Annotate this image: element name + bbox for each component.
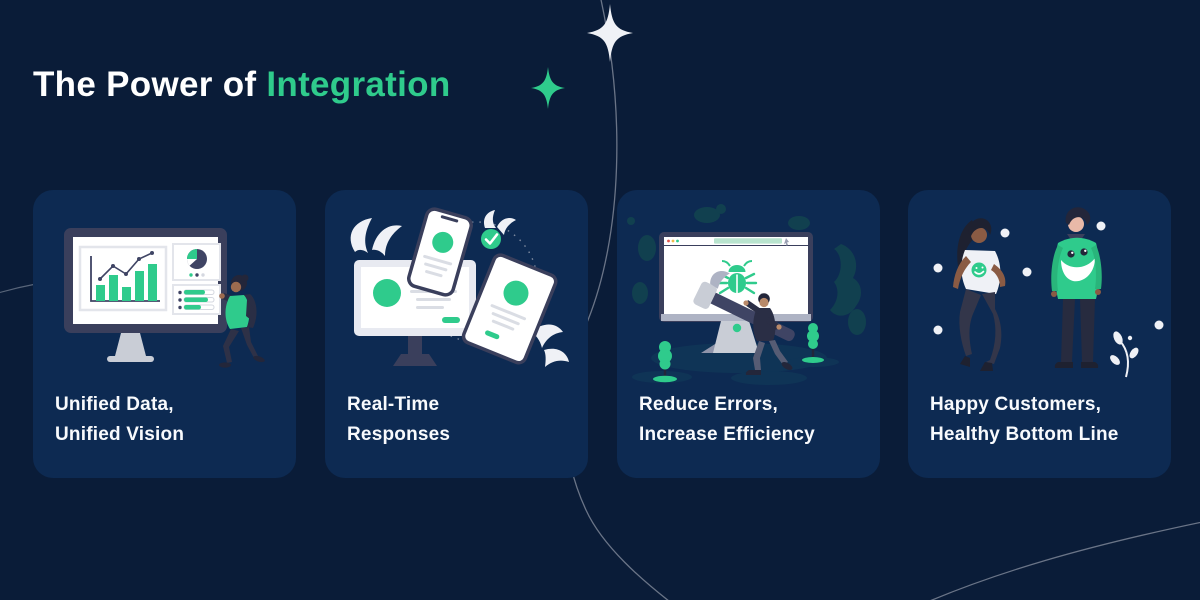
- plant-icon: [1110, 331, 1139, 378]
- happy-customers-illustration: [933, 207, 1164, 378]
- tablet-icon: [461, 253, 558, 365]
- white-sparkle-icon: [587, 4, 633, 62]
- card-caption: Real-Time Responses: [347, 390, 574, 450]
- caption-line: Happy Customers,: [930, 394, 1102, 415]
- pie-chart-icon: [172, 243, 221, 281]
- page-title: The Power of Integration: [33, 65, 451, 105]
- bug-icon: [716, 260, 758, 295]
- leaf-icon: [350, 218, 569, 367]
- bug-fixing-illustration: [627, 204, 866, 385]
- card-unified-data: Unified Data, Unified Vision: [33, 190, 296, 478]
- man-figure: [1051, 207, 1102, 368]
- foliage: [627, 204, 866, 335]
- monitor-stand: [701, 321, 759, 353]
- caption-line: Responses: [347, 424, 451, 445]
- synced-devices-illustration: [350, 207, 569, 367]
- caption-line: Real-Time: [347, 394, 440, 415]
- caption-line: Unified Vision: [55, 424, 185, 445]
- card-caption: Unified Data, Unified Vision: [55, 390, 282, 450]
- card-real-time: Real-Time Responses: [325, 190, 588, 478]
- bar-chart-icon: [78, 245, 168, 312]
- tree-icon: [653, 323, 824, 383]
- title-prefix: The Power of: [33, 65, 257, 104]
- floating-dots: [933, 221, 1164, 335]
- card-caption: Happy Customers, Healthy Bottom Line: [930, 390, 1157, 450]
- list-icon: [172, 284, 221, 315]
- caption-line: Increase Efficiency: [639, 424, 815, 445]
- phone-icon: [407, 207, 473, 297]
- card-happy-customers: Happy Customers, Healthy Bottom Line: [908, 190, 1171, 478]
- monitor-analytics-illustration: [64, 228, 265, 368]
- presenter-person: [219, 274, 265, 368]
- green-sparkle-icon: [531, 67, 565, 109]
- woman-figure: [953, 218, 1006, 371]
- title-highlight: Integration: [266, 65, 451, 104]
- fixer-person: [743, 293, 793, 375]
- caption-line: Healthy Bottom Line: [930, 424, 1119, 445]
- caption-line: Unified Data,: [55, 394, 174, 415]
- card-caption: Reduce Errors, Increase Efficiency: [639, 390, 866, 450]
- caption-line: Reduce Errors,: [639, 394, 779, 415]
- card-reduce-errors: Reduce Errors, Increase Efficiency: [617, 190, 880, 478]
- check-icon: [481, 210, 516, 249]
